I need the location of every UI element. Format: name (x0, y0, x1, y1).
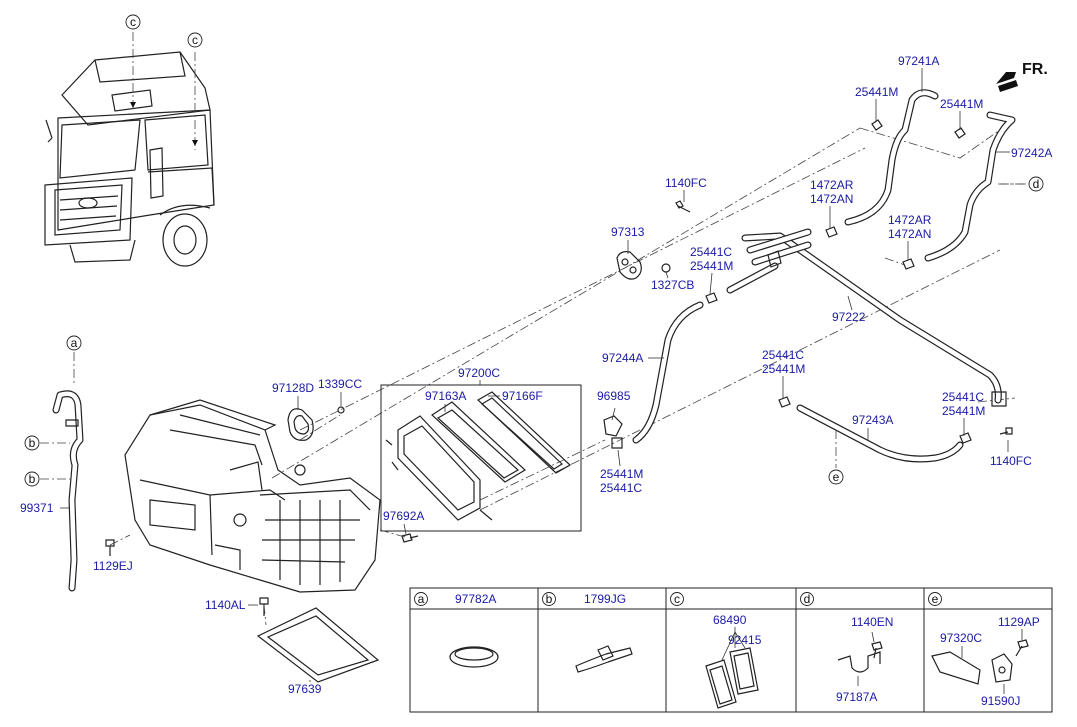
legend-d-part-2: 97187A (836, 690, 877, 704)
callout-b-2 (24, 471, 40, 487)
label-1129EJ: 1129EJ (93, 559, 133, 573)
legend-a-part-1: 97782A (455, 592, 496, 606)
legend-c-key: c (674, 592, 680, 606)
front-direction-arrow (996, 72, 1018, 92)
grommet-97313 (616, 251, 671, 280)
label-97163A: 97163A (425, 389, 466, 403)
label-1472AN-2: 1472AN (888, 227, 931, 241)
label-97692A: 97692A (383, 509, 424, 523)
label-25441C-4: 25441C (600, 481, 642, 495)
legend-e-part-2: 1129AP (998, 615, 1040, 629)
callout-c-2 (187, 32, 203, 48)
legend-d-key: d (804, 592, 811, 606)
legend-b-callout (542, 592, 556, 606)
label-1140FC-1: 1140FC (665, 176, 707, 190)
label-25441M-3: 25441M (690, 259, 733, 273)
label-1327CB: 1327CB (651, 278, 694, 292)
label-1472AR-1: 1472AR (810, 178, 854, 192)
legend-c-illustration (705, 647, 759, 709)
callout-b-1-letter: b (29, 436, 36, 450)
label-25441M-1: 25441M (855, 85, 898, 99)
callout-d (1028, 176, 1044, 192)
truck-illustration (44, 51, 215, 267)
callout-c-1 (125, 14, 141, 30)
callout-b-1 (24, 435, 40, 451)
legend-c-callout (670, 592, 684, 606)
legend-table (409, 587, 1053, 713)
hose-97241A (844, 89, 939, 226)
legend-c-part-1: 68490 (713, 613, 747, 627)
hvac-unit-illustration (124, 399, 381, 593)
hose-99371 (52, 390, 84, 592)
label-97200C: 97200C (458, 366, 500, 380)
hose-97243A (778, 396, 972, 463)
legend-e-part-1: 97320C (940, 631, 982, 645)
legend-e-key: e (932, 592, 939, 606)
legend-d-callout (800, 592, 814, 606)
legend-e-part-3: 91590J (981, 694, 1020, 708)
legend-e-callout (928, 592, 942, 606)
label-1140AL: 1140AL (205, 598, 246, 612)
hose-97244A (611, 292, 718, 449)
label-97243A: 97243A (852, 413, 893, 427)
legend-b-key: b (546, 592, 553, 606)
callout-c-2-letter: c (192, 33, 198, 47)
label-97166F: 97166F (502, 389, 543, 403)
legend-b-part-1: 1799JG (584, 592, 626, 606)
callout-a (66, 335, 82, 351)
legend-b-illustration (575, 645, 633, 673)
gasket-97128D (287, 406, 345, 441)
label-25441M-5: 25441M (942, 404, 985, 418)
label-25441M-6: 25441M (600, 467, 643, 481)
label-25441M-4: 25441M (762, 362, 805, 376)
label-1140FC-2: 1140FC (990, 454, 1032, 468)
label-97639: 97639 (288, 682, 322, 696)
filter-assembly-illustration (385, 391, 572, 521)
label-97241A: 97241A (898, 54, 939, 68)
label-1472AN-1: 1472AN (810, 192, 853, 206)
label-25441C-1: 25441C (690, 245, 732, 259)
label-25441C-2: 25441C (762, 348, 804, 362)
label-96985: 96985 (597, 389, 631, 403)
legend-a-callout (414, 592, 428, 606)
legend-d-part-1: 1140EN (851, 615, 893, 629)
label-1339CC: 1339CC (318, 377, 362, 391)
legend-e-illustration (931, 629, 1029, 694)
label-25441C-3: 25441C (942, 390, 984, 404)
callout-e (828, 469, 844, 485)
label-97128D: 97128D (272, 381, 314, 395)
label-25441M-2: 25441M (940, 97, 983, 111)
legend-a-key: a (418, 592, 425, 606)
legend-d-illustration (837, 631, 883, 686)
pipe-97222 (726, 228, 1007, 407)
label-99371: 99371 (20, 501, 54, 515)
label-97222: 97222 (832, 310, 866, 324)
filter-group-box (380, 384, 582, 532)
label-97313: 97313 (611, 225, 645, 239)
callout-b-2-letter: b (29, 472, 36, 486)
callout-a-letter: a (71, 336, 78, 350)
gasket-97639 (256, 607, 380, 683)
callout-e-letter: e (833, 470, 840, 484)
label-97244A: 97244A (602, 351, 643, 365)
callout-c-1-letter: c (130, 15, 136, 29)
callout-d-letter: d (1033, 177, 1040, 191)
hose-97242A (924, 111, 1016, 262)
label-1472AR-2: 1472AR (888, 213, 932, 227)
front-direction-label: FR. (1022, 61, 1048, 78)
legend-c-part-2: 92415 (728, 633, 762, 647)
legend-a-illustration (449, 646, 499, 668)
label-97242A: 97242A (1011, 146, 1052, 160)
